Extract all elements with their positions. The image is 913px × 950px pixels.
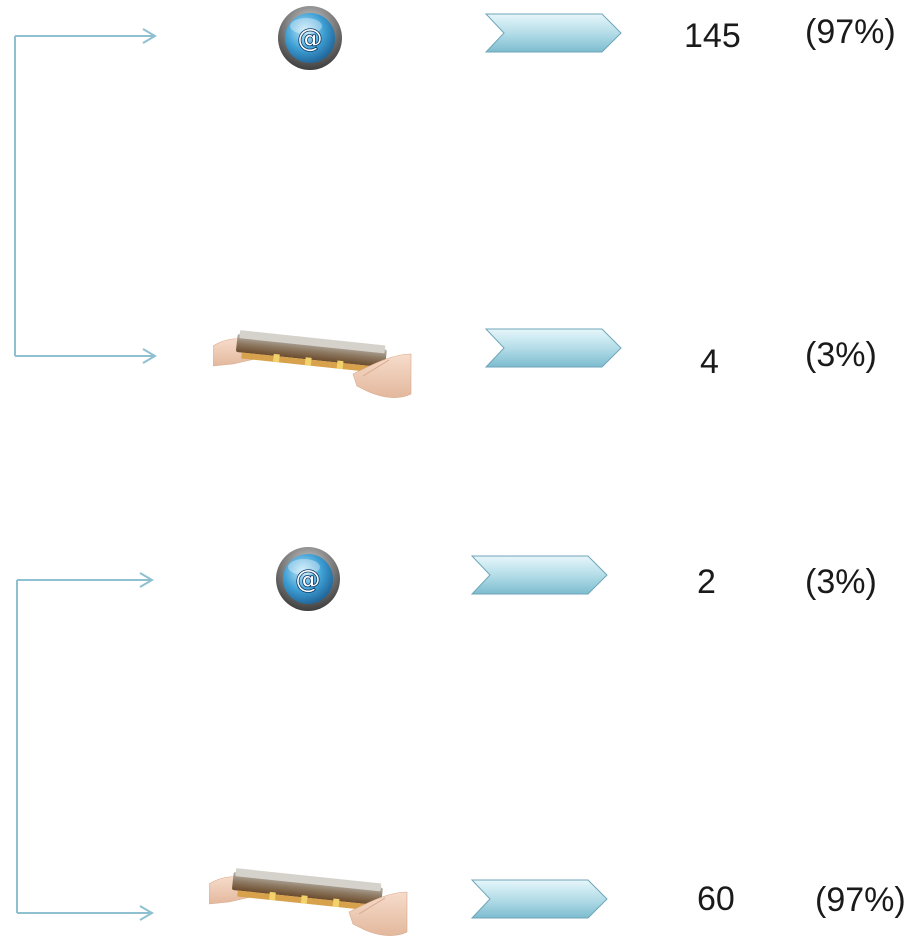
group-1-bracket bbox=[14, 28, 157, 364]
group-2-hand-percent: (97%) bbox=[815, 881, 906, 919]
email-at-icon: @ bbox=[276, 547, 340, 611]
flow-chevron bbox=[470, 879, 608, 919]
hand-over-document-icon bbox=[213, 330, 412, 398]
group-2-email-percent: (3%) bbox=[805, 563, 877, 601]
group-2-hand-count: 60 bbox=[697, 880, 735, 918]
group-2-bracket bbox=[16, 572, 154, 921]
group-1-hand-percent: (3%) bbox=[805, 336, 877, 374]
hand-over-document-icon bbox=[209, 868, 408, 936]
flow-chevron bbox=[484, 328, 622, 368]
group-1-email-percent: (97%) bbox=[805, 13, 896, 51]
svg-text:@: @ bbox=[295, 565, 321, 595]
group-1-hand-count: 4 bbox=[700, 343, 719, 381]
flow-chevron bbox=[484, 13, 622, 53]
flow-chevron bbox=[470, 555, 608, 595]
group-2-email-count: 2 bbox=[697, 563, 716, 601]
email-at-icon: @ bbox=[278, 6, 342, 70]
svg-text:@: @ bbox=[297, 24, 323, 54]
group-1-email-count: 145 bbox=[684, 17, 741, 55]
